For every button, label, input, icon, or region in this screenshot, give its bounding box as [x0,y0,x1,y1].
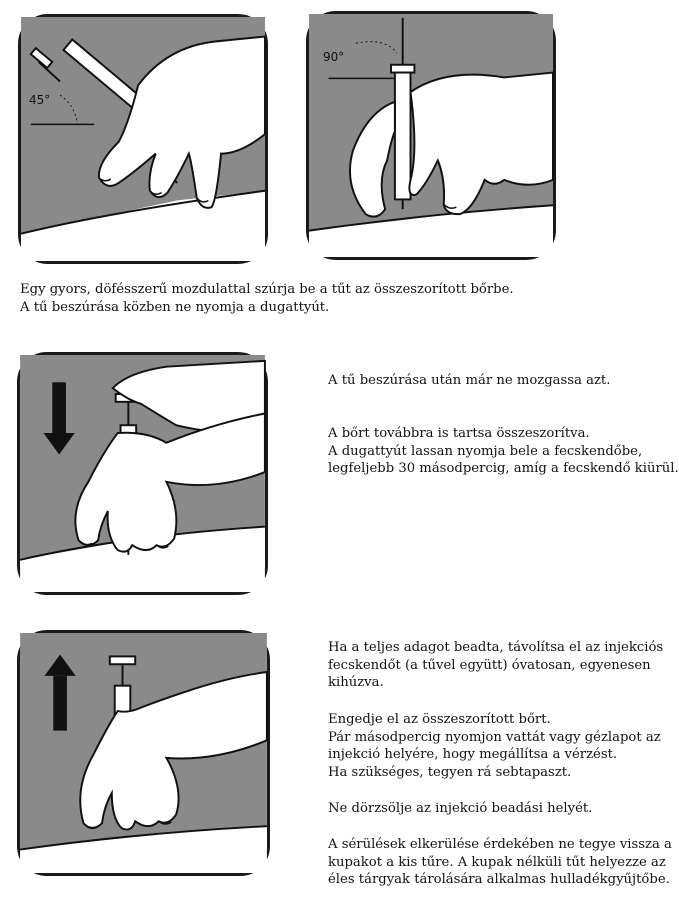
illustration-45 [20,17,266,261]
figure-insert-45-degrees: 45° [18,14,268,264]
step3-p2-line-2: A dugattyút lassan nyomja bele a fecsken… [328,443,643,459]
step4-paragraph-2: Engedje el az összeszorított bőrt. Pár m… [328,711,661,781]
step3-paragraph-2: A bőrt továbbra is tartsa összeszorítva.… [328,425,679,478]
figure-withdraw-needle [17,630,270,876]
figure-insert-90-degrees: 90° [306,11,556,260]
illustration-withdraw [19,633,268,873]
figure-press-plunger [17,352,268,595]
step4-p4-line-2: kupakot a kis tűre. A kupak nélküli tűt … [328,854,666,870]
angle-45-label: 45° [29,93,51,107]
step3-p2-line-1: A bőrt továbbra is tartsa összeszorítva. [328,426,590,441]
step4-p2-line-2: Pár másodpercig nyomjon vattát vagy gézl… [328,729,661,745]
step4-p2-line-1: Engedje el az összeszorított bőrt. [328,712,551,727]
intro-line-2: A tű beszúrása közben ne nyomja a dugatt… [20,299,330,315]
step4-p1-line-1: Ha a teljes adagot beadta, távolítsa el … [328,640,664,655]
step4-paragraph-4: A sérülések elkerülése érdekében ne tegy… [328,836,672,889]
angle-90-label: 90° [323,50,345,64]
step4-p2-line-4: Ha szükséges, tegyen rá sebtapaszt. [328,764,572,780]
step4-paragraph-1: Ha a teljes adagot beadta, távolítsa el … [328,639,663,692]
step4-p1-line-2: fecskendőt (a tűvel együtt) óvatosan, eg… [328,657,651,673]
insertion-instructions: Egy gyors, döfésszerű mozdulattal szúrja… [20,281,514,316]
illustration-90 [308,14,554,257]
intro-line-1: Egy gyors, döfésszerű mozdulattal szúrja… [20,282,514,297]
step3-p2-line-3: legfeljebb 30 másodpercig, amíg a fecske… [328,461,679,476]
step4-p4-line-3: éles tárgyak tárolására alkalmas hulladé… [328,872,670,887]
step3-paragraph-1: A tű beszúrása után már ne mozgassa azt. [328,372,610,390]
step4-p1-line-3: kihúzva. [328,675,384,690]
step4-p3-line: Ne dörzsölje az injekció beadási helyét. [328,801,593,816]
step4-paragraph-3: Ne dörzsölje az injekció beadási helyét. [328,800,592,818]
step3-p1-line: A tű beszúrása után már ne mozgassa azt. [328,373,611,388]
step4-p4-line-1: A sérülések elkerülése érdekében ne tegy… [328,837,672,852]
illustration-press [19,355,266,592]
step4-p2-line-3: injekció helyére, hogy megállítsa a vérz… [328,747,618,762]
